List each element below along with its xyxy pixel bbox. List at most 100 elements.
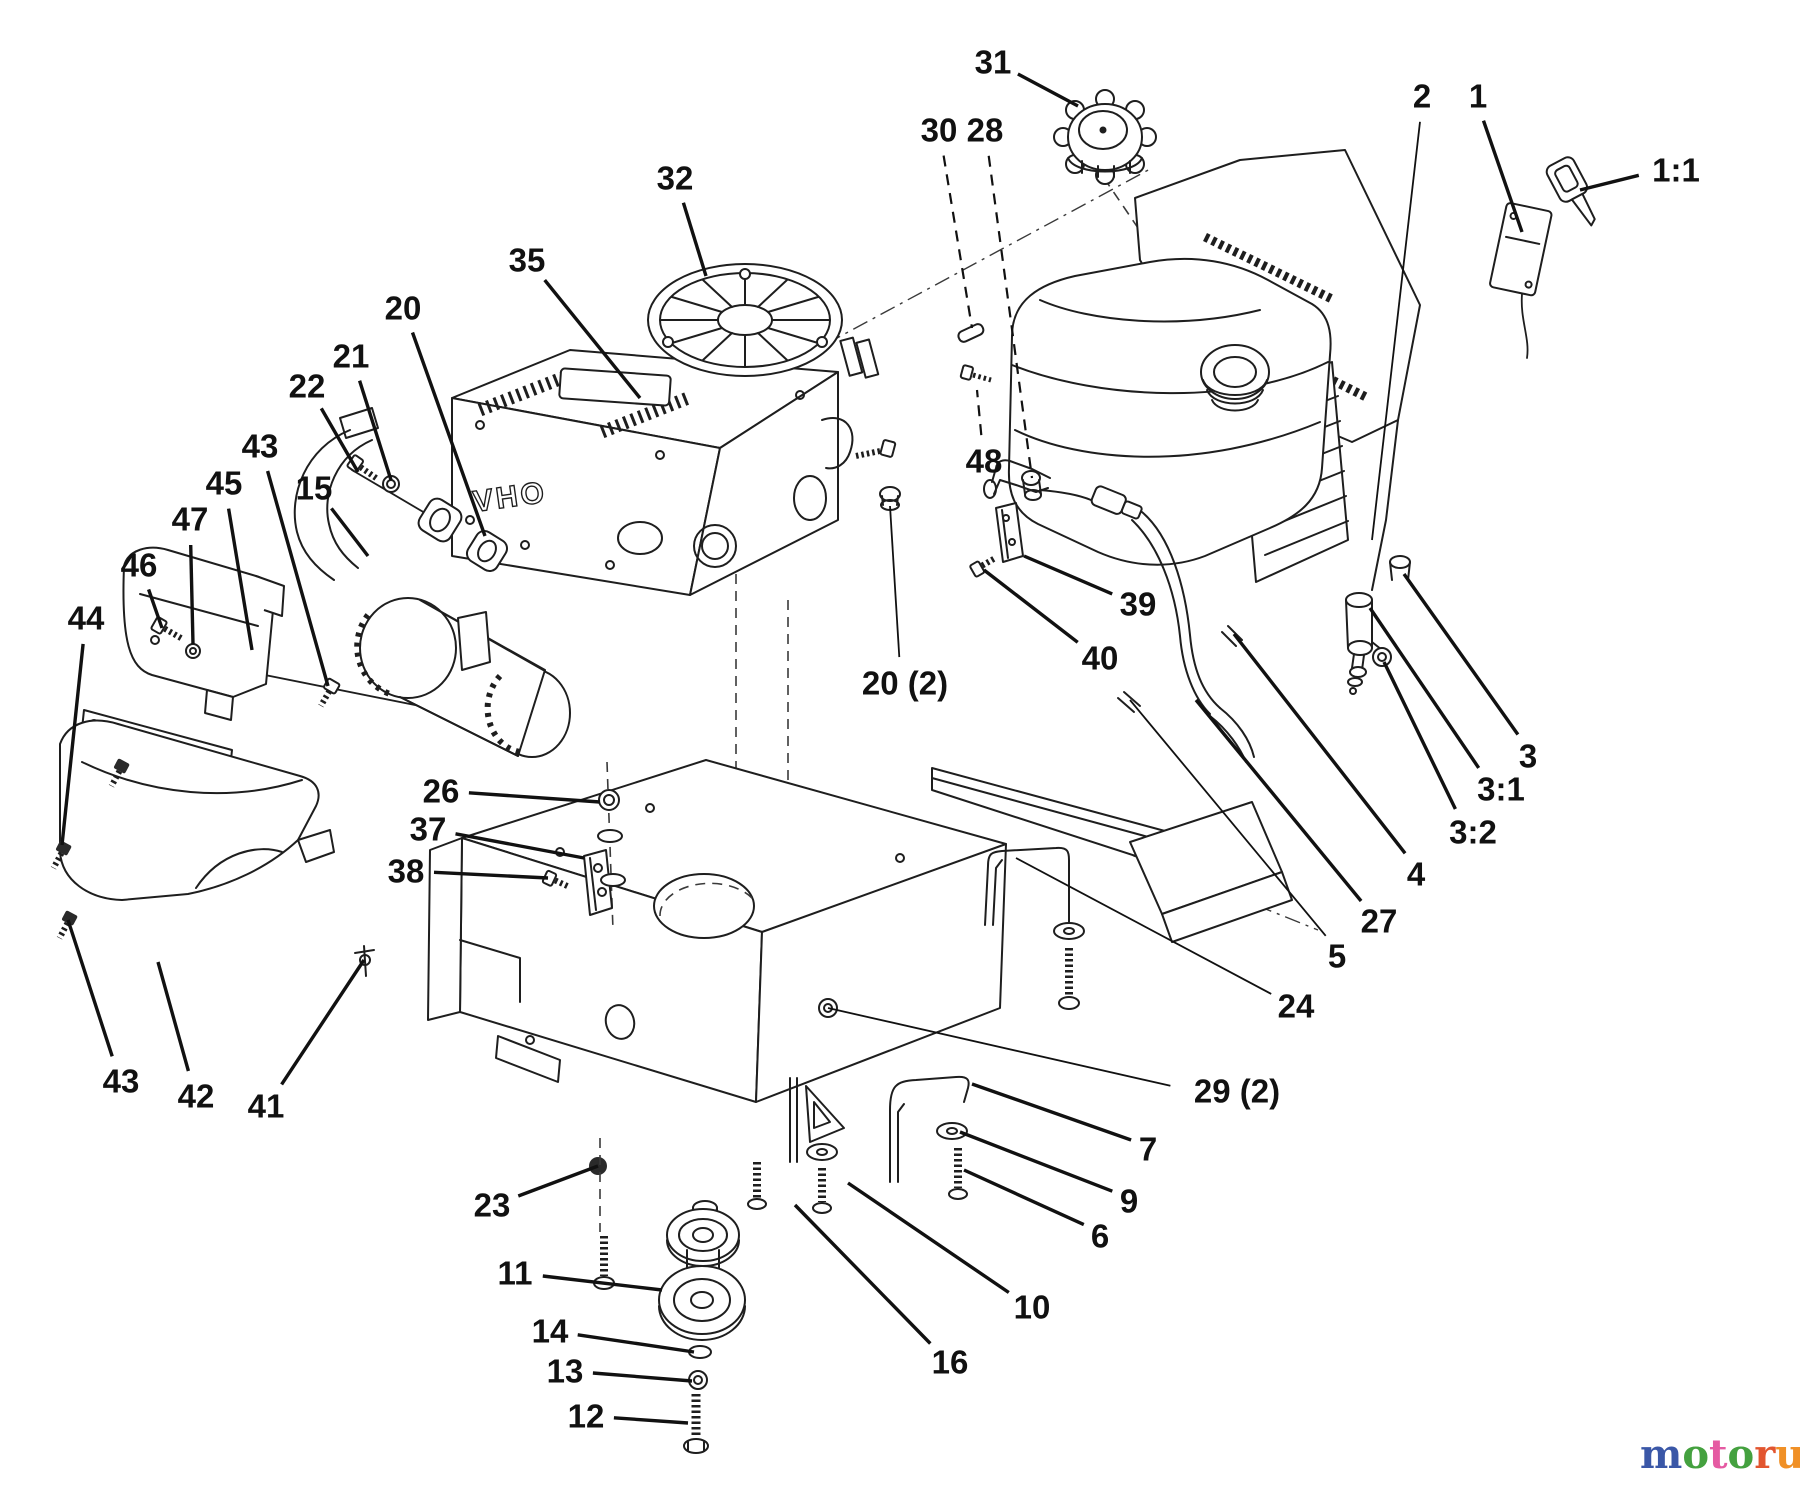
leader-line	[1232, 632, 1407, 855]
screw-40-drawing	[969, 555, 998, 578]
part-number-label: 12	[568, 1398, 605, 1435]
callout-43: 43	[242, 428, 330, 687]
callout-38: 38	[388, 853, 549, 890]
part-number-label: 3:2	[1449, 814, 1497, 851]
fuel-valve-drawing	[1345, 592, 1392, 695]
part-number-label: 20	[385, 290, 422, 327]
leader-line	[982, 568, 1079, 644]
leader-line	[827, 1007, 1171, 1087]
callout-29(2): 29 (2)	[827, 1007, 1280, 1110]
part-number-label: 45	[206, 465, 243, 502]
fuel-line-drawing	[855, 323, 1411, 763]
callout-37: 37	[410, 811, 585, 860]
fuel-tank-drawing	[1007, 257, 1332, 566]
part-number-label: 13	[547, 1353, 584, 1390]
callout-2: 2	[1371, 78, 1431, 541]
part-number-label: 23	[474, 1187, 511, 1224]
leader-line	[1017, 72, 1079, 108]
part-number-label: 16	[932, 1344, 969, 1381]
leader-line	[963, 1168, 1085, 1227]
part-number-label: 9	[1120, 1183, 1138, 1220]
part-number-label: 11	[498, 1255, 533, 1292]
part-number-label: 20 (2)	[862, 665, 948, 702]
callout-45: 45	[206, 465, 254, 651]
callout-14: 14	[532, 1313, 695, 1354]
leader-line	[975, 389, 983, 436]
leader-line	[60, 643, 85, 846]
leader-line	[66, 919, 114, 1057]
leader-line	[987, 155, 1034, 479]
belt-guide-7-drawing	[889, 1075, 970, 1200]
part-number-label: 32	[657, 160, 694, 197]
fuel-cap-drawing	[1053, 89, 1157, 185]
engine-decal-drawing	[558, 367, 672, 407]
part-number-label: 42	[178, 1078, 215, 1115]
callout-16: 16	[793, 1203, 969, 1381]
callout-23: 23	[474, 1164, 599, 1224]
callout-28: 28	[967, 112, 1034, 479]
part-number-label: 47	[172, 501, 209, 538]
bolt-48-drawing	[959, 364, 992, 383]
muffler-drawing	[293, 407, 571, 758]
callout-11: 11	[498, 1255, 663, 1292]
callout-9: 9	[959, 1130, 1138, 1220]
support-rod-24-drawing	[984, 846, 1085, 1010]
leader-line	[793, 1203, 932, 1345]
callout-1: 1	[1469, 78, 1524, 233]
leader-line	[542, 1274, 663, 1292]
part-number-label: 40	[1082, 640, 1119, 677]
leader-line	[357, 380, 393, 481]
leader-line	[146, 588, 164, 629]
small-fasteners-left	[50, 454, 400, 940]
part-number-label: 21	[333, 338, 370, 375]
engine-assembly-drawing: OHV	[451, 263, 880, 596]
leader-line	[543, 279, 642, 400]
part-number-label: 30	[921, 112, 958, 149]
leader-line	[455, 832, 585, 860]
part-number-label: 1:1	[1652, 152, 1700, 189]
hose-clamp-drawing	[1221, 625, 1243, 647]
cooling-fan-drawing	[647, 263, 843, 377]
callout-40: 40	[982, 568, 1119, 677]
part-number-label: 39	[1120, 586, 1157, 623]
muffler-bracket-drawing	[457, 611, 491, 671]
callout-41: 41	[248, 959, 366, 1125]
fitting-30-drawing	[957, 323, 985, 343]
leader-line	[942, 155, 974, 329]
key-icon	[1545, 156, 1596, 227]
leader-line	[1015, 857, 1272, 995]
part-number-label: 43	[242, 428, 279, 465]
part-number-label: 14	[532, 1313, 569, 1350]
tank-outlet-drawing	[1389, 555, 1411, 581]
leader-line	[1371, 121, 1421, 541]
exhaust-gasket-drawing	[417, 497, 463, 543]
guide-rod-16-drawing	[789, 1077, 845, 1163]
callout-3:2: 3:2	[1382, 661, 1497, 851]
callout-10: 10	[847, 1181, 1050, 1326]
part-number-label: 6	[1091, 1218, 1109, 1255]
leader-line	[889, 505, 901, 658]
frame-plate-drawing	[427, 759, 1293, 1103]
leader-line	[468, 791, 601, 804]
leader-line	[265, 470, 330, 687]
leader-line	[1368, 607, 1481, 769]
pulley-stack-drawing	[658, 1200, 746, 1454]
bolt-misc-drawing	[855, 439, 897, 459]
part-number-label: 43	[103, 1063, 140, 1100]
exhaust-gasket-drawing	[465, 529, 509, 573]
part-number-label: 28	[967, 112, 1004, 149]
heat-shield-upper-drawing	[122, 546, 285, 721]
leader-line	[592, 1371, 693, 1383]
callout-1:1: 1:1	[1579, 152, 1700, 192]
clamp-bracket-drawing	[995, 502, 1024, 563]
leader-line	[156, 961, 191, 1072]
part-number-label: 31	[975, 44, 1012, 81]
callout-26: 26	[423, 773, 601, 810]
part-number-label: 4	[1407, 856, 1426, 893]
elbow-28-drawing	[1021, 470, 1042, 501]
leader-line	[1194, 698, 1363, 903]
callout-5: 5	[1129, 699, 1346, 975]
leader-line	[971, 1082, 1132, 1142]
